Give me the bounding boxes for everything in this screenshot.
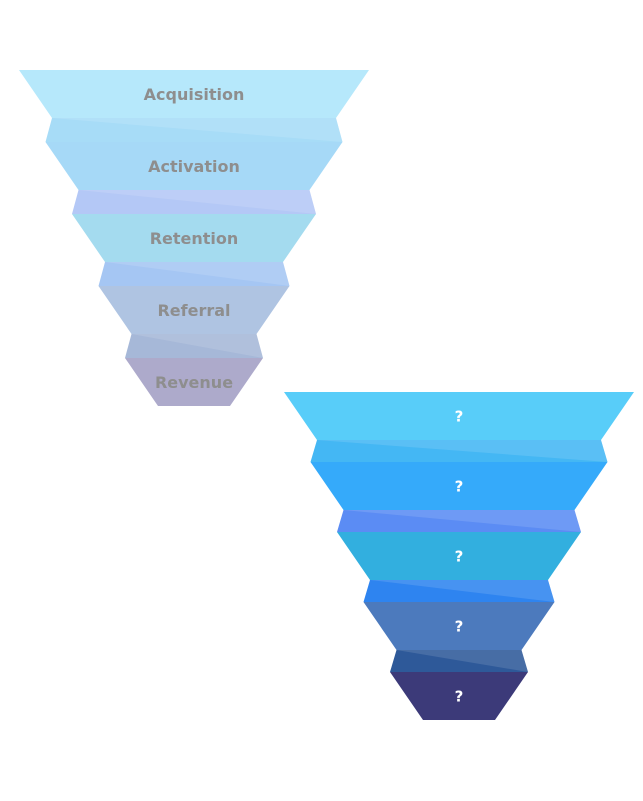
funnel-connector-highlight [396,650,528,672]
funnel-stage [363,602,555,650]
funnel-labeled: AcquisitionActivationRetentionReferralRe… [19,70,369,406]
funnel-connector-highlight [370,580,555,602]
funnel-connector [390,650,528,672]
funnel-stage-label: Acquisition [144,85,245,104]
funnel-connector [98,262,290,286]
funnel-stage [284,392,634,440]
funnel-stage [98,286,290,334]
funnel-stage [310,462,608,510]
funnel-stage [337,532,581,580]
funnel-connector [72,190,316,214]
funnel-stage-label: ? [455,617,464,635]
funnel-connector [310,440,608,462]
funnel-connector [125,334,263,358]
funnel-stage-label: ? [455,477,464,495]
funnel-stage-label: Referral [157,301,230,320]
funnel-stage [45,142,343,190]
funnel-connector-highlight [105,262,290,286]
funnel-stage [72,214,316,262]
funnel-stage-label: Revenue [155,373,233,392]
funnel-stage-label: Retention [150,229,239,248]
funnel-stage-label: ? [455,687,464,705]
funnel-stage [390,672,528,720]
funnel-connector [45,118,343,142]
funnel-connector-highlight [78,190,316,214]
funnel-stage-label: Activation [148,157,240,176]
funnel-connector-highlight [317,440,608,462]
funnel-unlabeled: ????? [284,392,634,720]
funnel-connector-highlight [52,118,343,142]
funnel-stage [125,358,263,406]
funnel-connector [337,510,581,532]
funnel-connector [363,580,555,602]
funnel-stage [19,70,369,118]
funnel-stage-label: ? [455,547,464,565]
funnel-connector-highlight [131,334,263,358]
funnel-connector-highlight [343,510,581,532]
funnel-stage-label: ? [455,407,464,425]
